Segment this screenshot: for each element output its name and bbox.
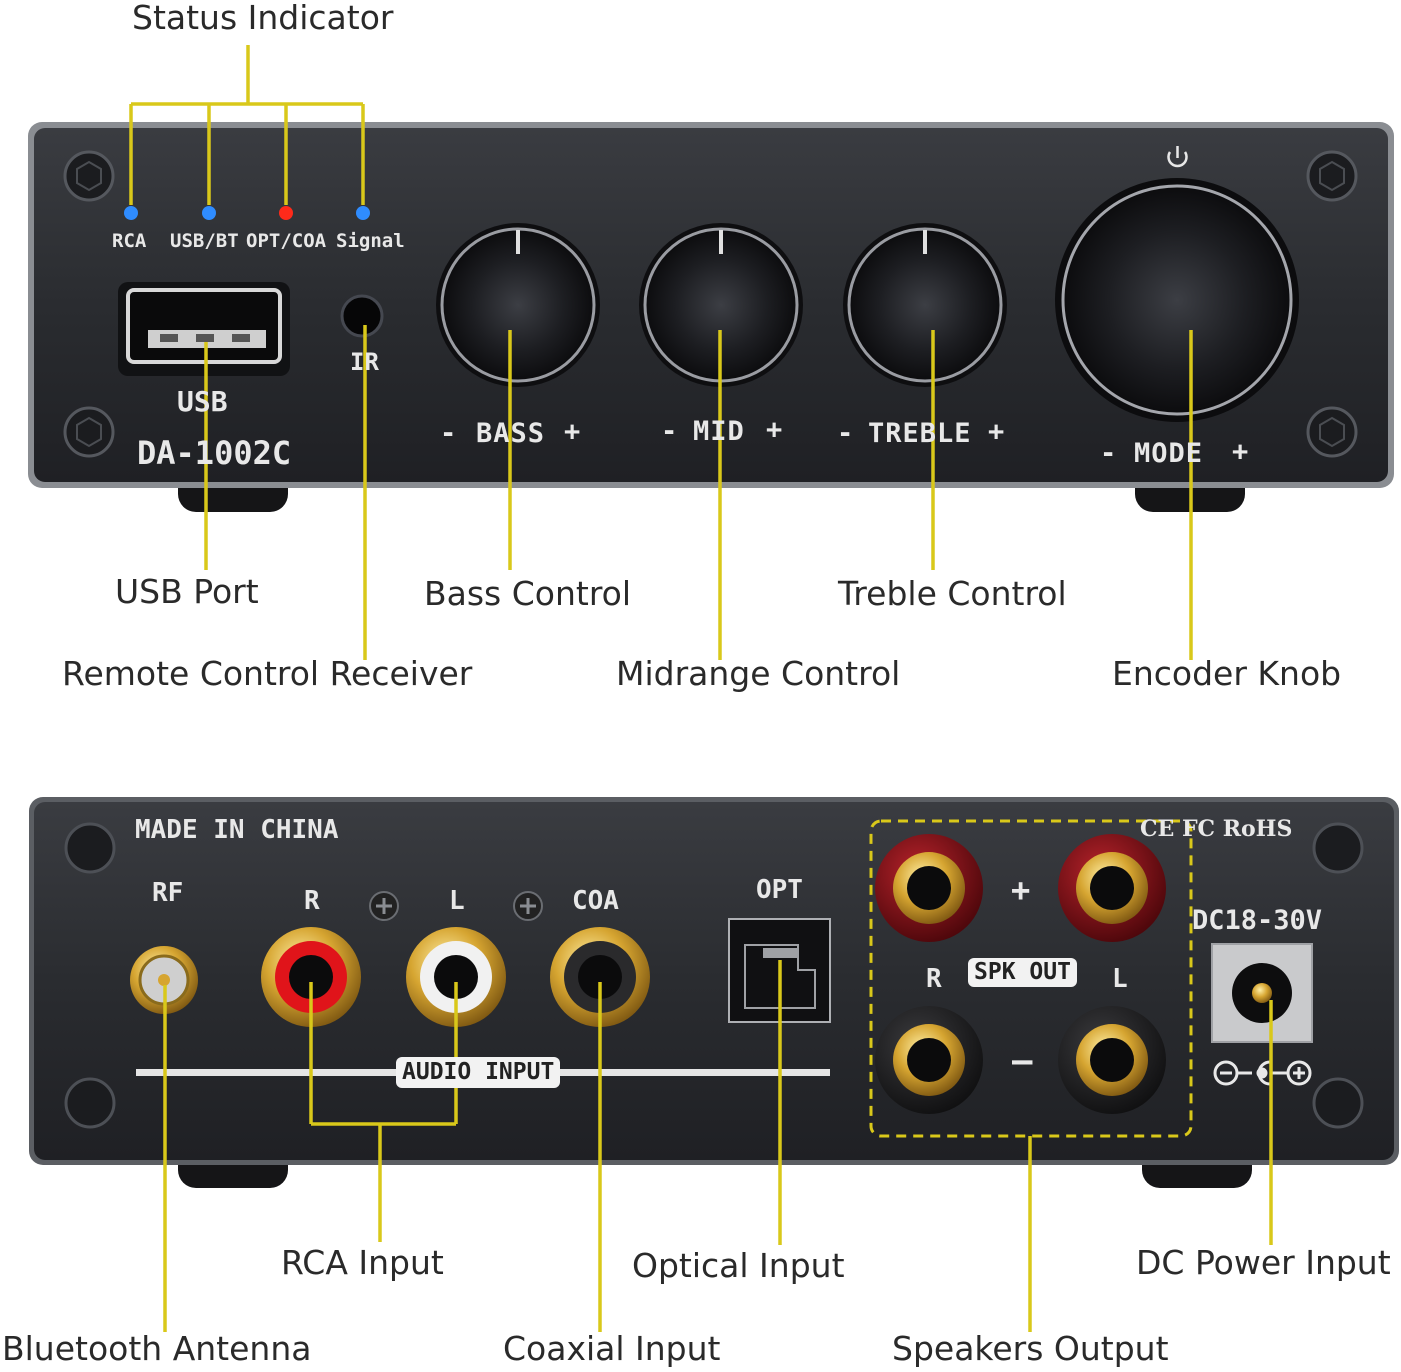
callout-treble-control: Treble Control xyxy=(838,574,1067,613)
coaxial-jack[interactable] xyxy=(550,927,650,1027)
callout-usb-port: USB Port xyxy=(115,572,259,611)
mode-minus: - xyxy=(1100,438,1118,469)
model-label: DA-1002C xyxy=(137,434,292,472)
callout-rca-input: RCA Input xyxy=(281,1243,444,1282)
callout-bass-control: Bass Control xyxy=(424,574,632,613)
usb-label: USB xyxy=(177,385,228,418)
led-label-opt-coa: OPT/COA xyxy=(246,230,327,252)
ir-receiver xyxy=(340,294,384,338)
speaker-post-r-minus[interactable] xyxy=(875,1006,983,1114)
mid-knob[interactable] xyxy=(639,223,803,387)
rca-right-jack[interactable] xyxy=(261,927,361,1027)
made-in-label: MADE IN CHINA xyxy=(135,815,339,845)
rear-panel xyxy=(29,797,1399,1188)
treble-plus: + xyxy=(988,416,1006,447)
coa-label: COA xyxy=(572,886,619,916)
callout-speakers-output: Speakers Output xyxy=(892,1329,1169,1368)
callout-encoder-knob: Encoder Knob xyxy=(1112,654,1342,693)
callout-coaxial-input: Coaxial Input xyxy=(503,1329,721,1368)
spk-l-label: L xyxy=(1112,964,1128,994)
mid-plus: + xyxy=(766,414,784,445)
mode-knob[interactable] xyxy=(1055,178,1299,422)
mid-minus: - xyxy=(661,416,679,447)
led-label-rca: RCA xyxy=(112,230,147,252)
mode-label: MODE xyxy=(1134,438,1204,469)
spk-plus: + xyxy=(1011,871,1031,909)
callout-status-indicator: Status Indicator xyxy=(132,0,394,37)
led-label-signal: Signal xyxy=(336,230,405,252)
led-label-usb-bt: USB/BT xyxy=(170,230,239,252)
polarity-icon xyxy=(1213,1060,1312,1086)
led-usb-bt xyxy=(202,206,216,220)
dc-power-jack[interactable] xyxy=(1211,943,1313,1043)
power-icon xyxy=(1167,146,1188,168)
callout-midrange-control: Midrange Control xyxy=(616,654,901,693)
bass-plus: + xyxy=(564,416,582,447)
bass-knob[interactable] xyxy=(436,223,600,387)
bass-minus: - xyxy=(440,418,458,449)
speaker-post-l-minus[interactable] xyxy=(1058,1006,1166,1114)
speaker-post-l-plus[interactable] xyxy=(1058,834,1166,942)
rca-left-jack[interactable] xyxy=(406,927,506,1027)
led-opt-coa xyxy=(279,206,293,220)
mid-label: MID xyxy=(693,416,745,447)
front-panel xyxy=(28,122,1394,512)
audio-input-tag: AUDIO INPUT xyxy=(396,1057,561,1088)
treble-knob[interactable] xyxy=(843,223,1007,387)
callout-dc-power-input: DC Power Input xyxy=(1136,1243,1391,1282)
callout-bluetooth-antenna: Bluetooth Antenna xyxy=(2,1329,312,1368)
spk-minus: – xyxy=(1012,1041,1033,1081)
opt-label: OPT xyxy=(756,875,803,905)
rf-label: RF xyxy=(152,878,184,908)
spk-out-tag: SPK OUT xyxy=(968,958,1077,987)
bass-label: BASS xyxy=(476,418,546,449)
speaker-post-r-plus[interactable] xyxy=(875,834,983,942)
treble-minus: - xyxy=(837,418,855,449)
led-signal xyxy=(356,206,370,220)
treble-label: TREBLE xyxy=(868,418,972,449)
spk-r-label: R xyxy=(926,964,942,994)
ir-label: IR xyxy=(350,348,379,376)
l-label: L xyxy=(449,886,465,916)
r-label: R xyxy=(304,886,320,916)
led-rca xyxy=(124,206,138,220)
callout-optical-input: Optical Input xyxy=(632,1246,845,1285)
leader-lines xyxy=(129,45,1273,1332)
mode-plus: + xyxy=(1232,436,1250,467)
rf-antenna-connector[interactable] xyxy=(130,946,198,1014)
dc-voltage-label: DC18-30V xyxy=(1192,905,1323,936)
certifications: CE FC RoHS xyxy=(1140,816,1293,842)
callout-remote-receiver: Remote Control Receiver xyxy=(62,654,473,693)
